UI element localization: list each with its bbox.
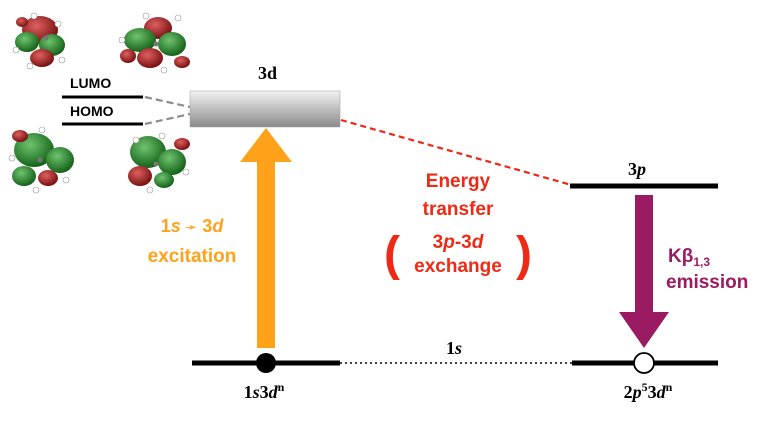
- transfer-close-paren: ): [516, 228, 532, 281]
- emission-label-line2: emission: [666, 272, 748, 293]
- transfer-label-line4: exchange: [414, 256, 502, 277]
- transfer-label-line3: 3p-3d: [433, 232, 484, 253]
- energy-transfer-dashed-line: [340, 118, 576, 188]
- 1s-level-label: 1s: [446, 338, 462, 358]
- emission-arrow-shaft: [635, 195, 653, 315]
- excitation-arrow-head: [240, 128, 292, 162]
- excitation-label-line2: excitation: [148, 246, 237, 267]
- homo-connector-dashed: [144, 112, 191, 126]
- electron-filled-circle: [256, 353, 276, 373]
- transfer-label-line1: Energy: [426, 171, 491, 192]
- homo-label: HOMO: [70, 103, 114, 119]
- 3d-level-band: [189, 90, 341, 128]
- excitation-label-line1: 1s➛ 3d: [161, 216, 225, 236]
- final-state-label: 2p53dn: [624, 380, 673, 402]
- lumo-orbital-left-image: [12, 12, 66, 70]
- transfer-open-paren: (: [384, 228, 400, 281]
- homo-orbital-right-image: [128, 132, 190, 194]
- lumo-connector-dashed: [144, 95, 191, 109]
- emission-label-line1: Kβ1,3: [668, 246, 710, 269]
- lumo-label: LUMO: [70, 75, 111, 91]
- 3d-level-label: 3d: [258, 63, 277, 83]
- lumo-orbital-right-image: [118, 12, 190, 74]
- emission-arrow-head: [619, 312, 669, 348]
- homo-orbital-left-image: [8, 126, 74, 194]
- 3p-level-label: 3p: [628, 159, 646, 179]
- core-hole-open-circle: [633, 352, 655, 374]
- transfer-label-line2: transfer: [423, 199, 494, 220]
- initial-state-label: 1s3dn: [244, 380, 285, 402]
- excitation-arrow-shaft: [257, 160, 275, 348]
